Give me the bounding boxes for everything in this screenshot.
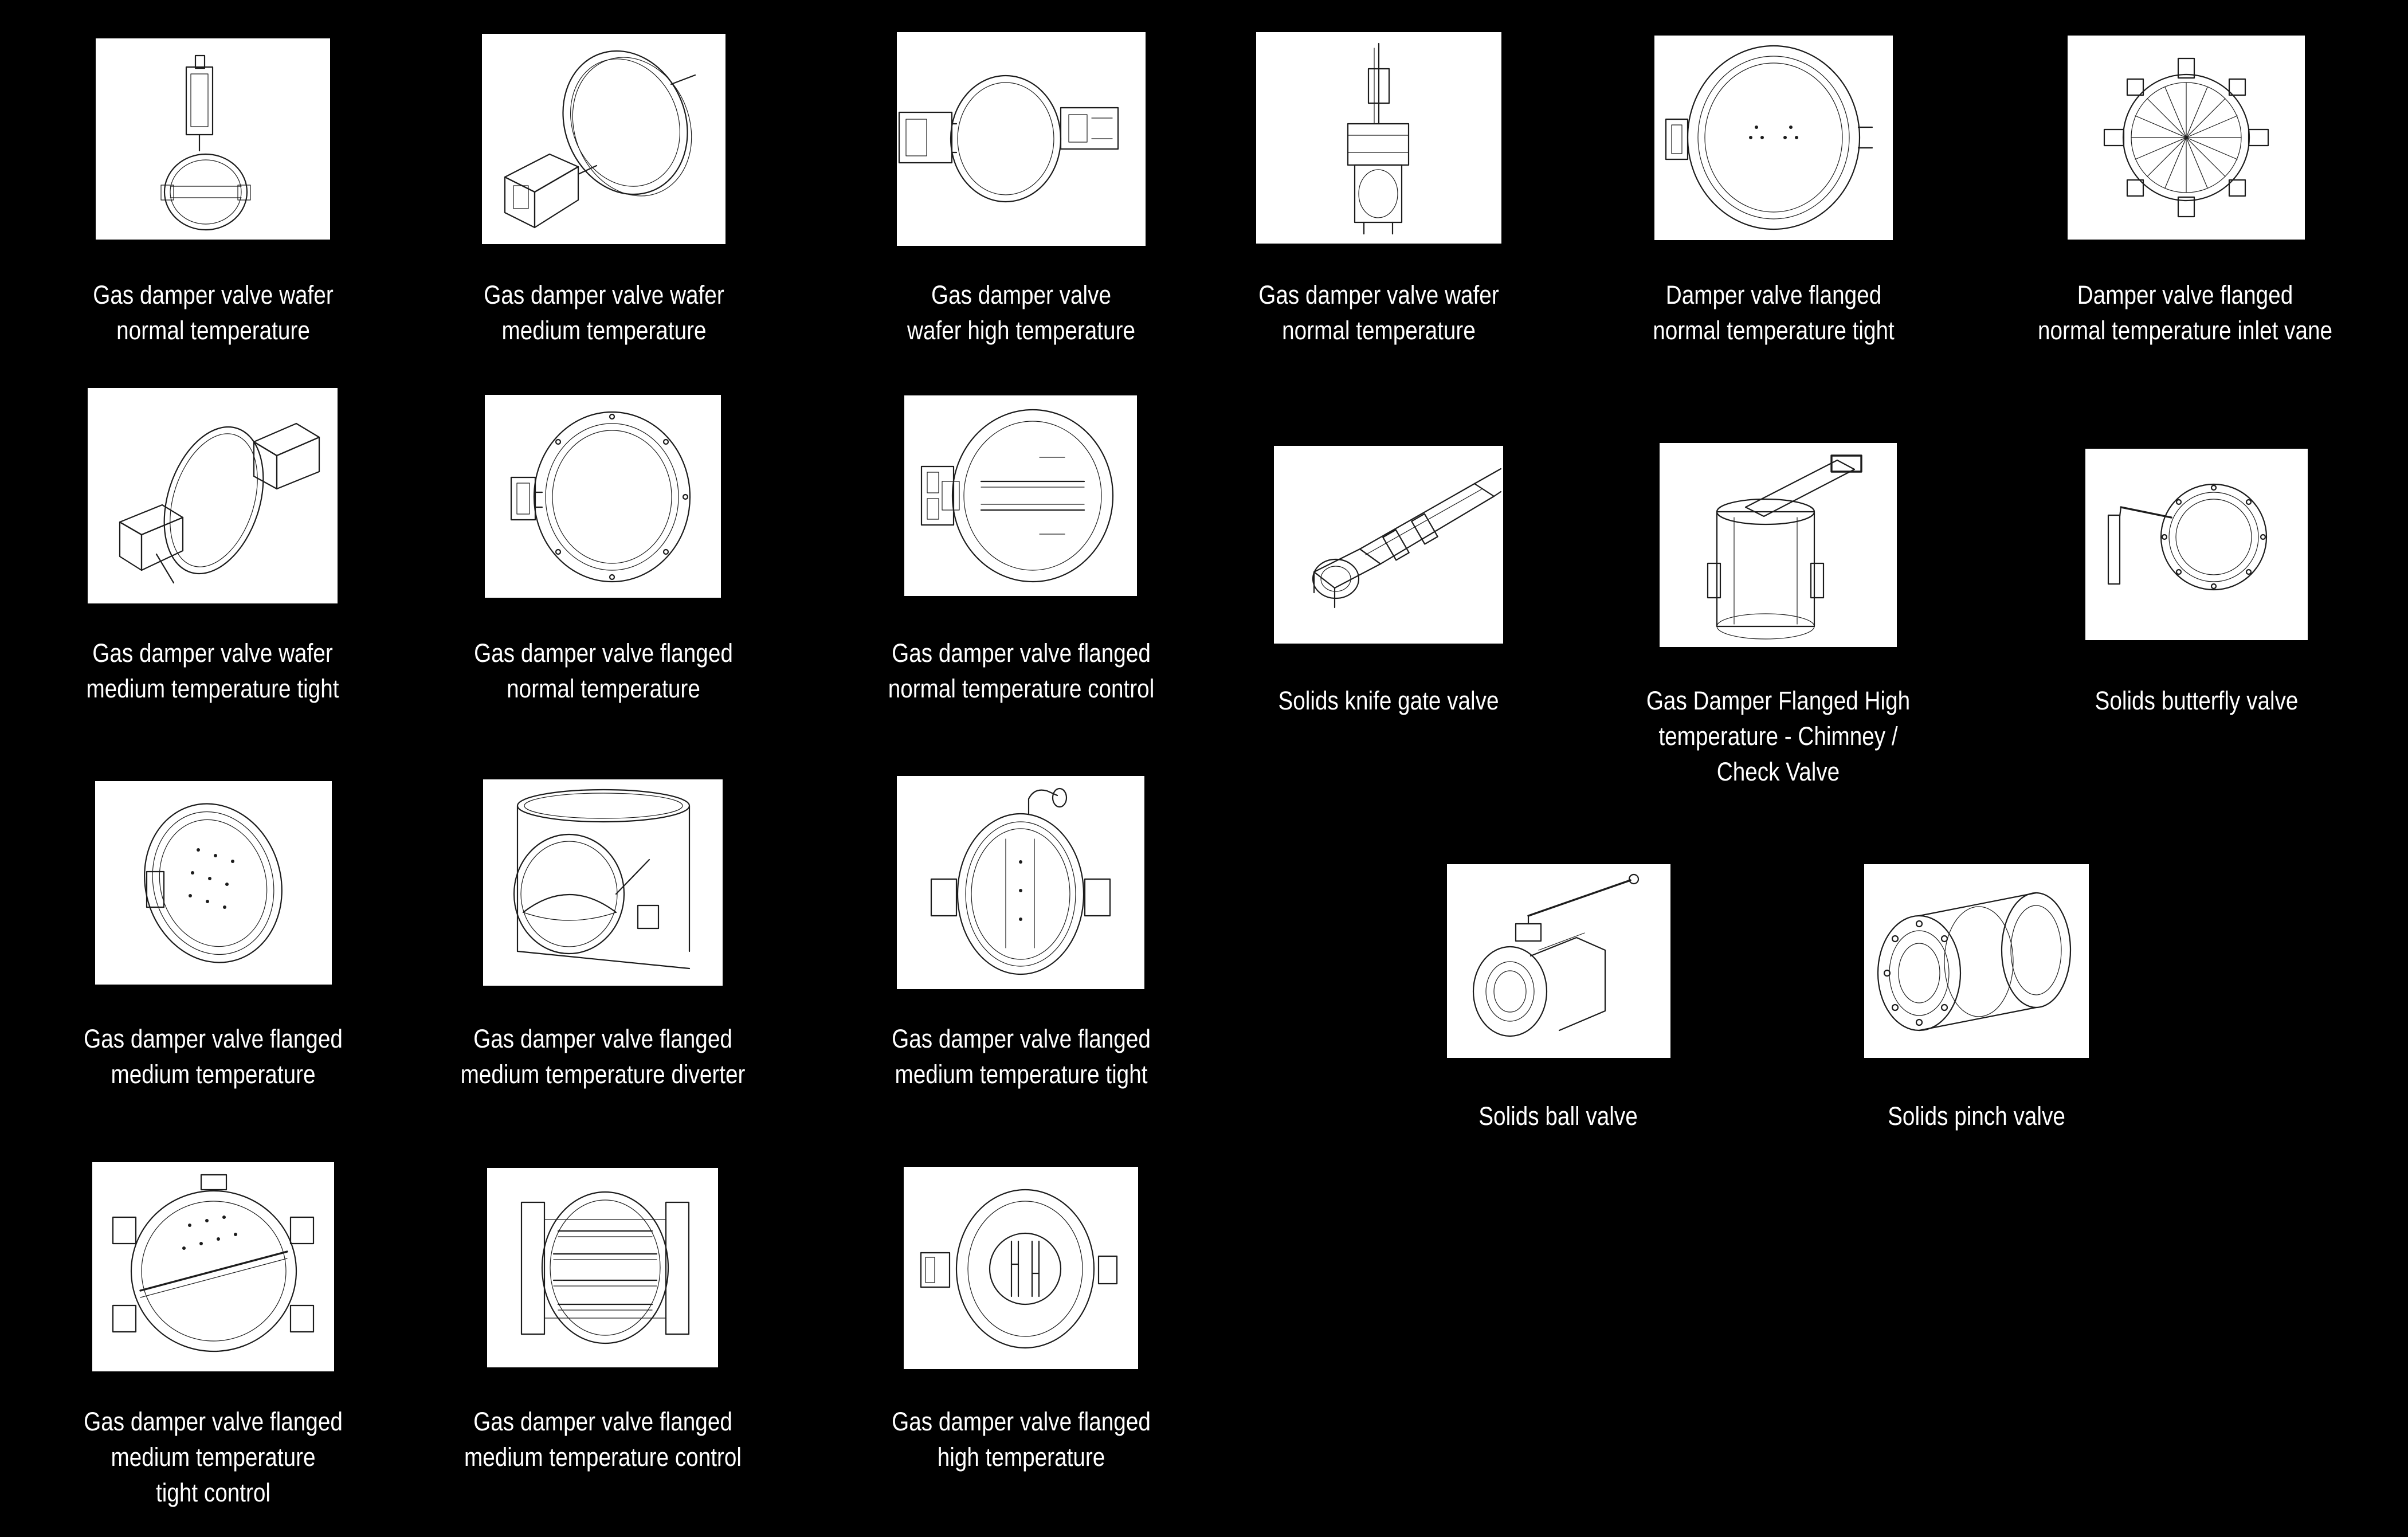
wafer-damper-actuator-icon: [96, 38, 330, 240]
inlet-vane-damper-icon: [2068, 36, 2305, 240]
chimney-check-valve-icon: [1660, 443, 1897, 647]
flanged-damper-icon: [485, 395, 721, 598]
flanged-damper-control-icon: [904, 395, 1137, 596]
flanged-damper-medium-tight-icon: [897, 776, 1144, 989]
valve-caption: Solids ball valve: [1478, 1101, 1638, 1131]
knife-gate-valve-icon: [1274, 446, 1503, 644]
butterfly-valve-icon: [2085, 449, 2308, 640]
diverter-damper-icon: [483, 779, 723, 986]
ball-valve-icon: [1447, 864, 1670, 1058]
flanged-damper-tight-icon: [1654, 36, 1893, 240]
pinch-valve-icon: [1864, 864, 2089, 1058]
valve-caption: Solids butterfly valve: [2095, 686, 2299, 715]
multi-louver-damper-icon: [487, 1168, 718, 1367]
wafer-damper-medium-temp-icon: [482, 34, 725, 244]
wafer-damper-tight-icon: [88, 388, 338, 603]
flanged-damper-tight-control-icon: [92, 1162, 334, 1371]
valve-caption: Solids pinch valve: [1888, 1101, 2065, 1131]
valve-caption: Solids knife gate valve: [1278, 686, 1499, 715]
wafer-damper-high-temp-icon: [897, 32, 1146, 246]
flanged-damper-medium-temp-icon: [95, 781, 332, 985]
wafer-damper-vertical-actuator-icon: [1256, 32, 1501, 244]
flanged-damper-high-temp-icon: [904, 1167, 1138, 1369]
